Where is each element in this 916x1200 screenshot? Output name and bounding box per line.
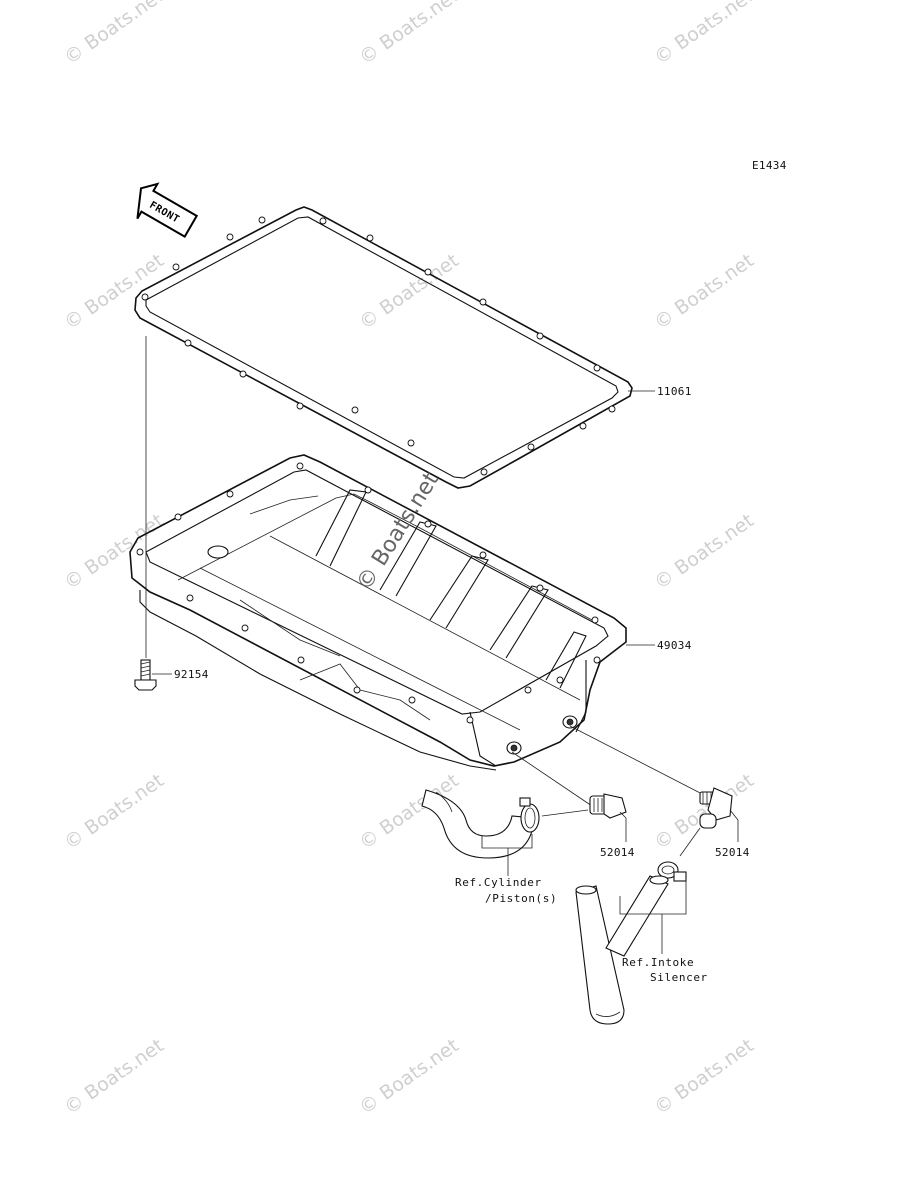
gasket-bolt-holes xyxy=(141,216,616,476)
fitting-left xyxy=(589,793,627,819)
diagram-code: E1434 xyxy=(752,159,787,172)
watermark: © Boats.net xyxy=(650,250,758,335)
watermark: © Boats.net xyxy=(650,510,758,595)
oil-pan-bolt-holes xyxy=(136,462,601,724)
part-number-fitting-right: 52014 xyxy=(715,846,750,859)
leader-line xyxy=(679,827,701,857)
watermark: © Boats.net xyxy=(60,1035,168,1120)
leader-line xyxy=(541,809,589,817)
ref-piston-label: /Piston(s) xyxy=(485,892,557,905)
reference-bracket xyxy=(481,834,533,849)
leader-line xyxy=(729,809,739,842)
watermark: © Boats.net xyxy=(355,0,463,69)
leader-line xyxy=(619,811,627,842)
gasket xyxy=(134,206,633,489)
watermark: © Boats.net xyxy=(650,770,758,855)
ref-cylinder-label: Ref.Cylinder xyxy=(455,876,542,889)
fitting-right xyxy=(699,787,733,829)
leader-line xyxy=(569,725,707,797)
front-arrow-icon: FRONT xyxy=(136,182,199,239)
hose-clamp-right xyxy=(657,861,687,882)
part-number-oil-pan: 49034 xyxy=(657,639,692,652)
watermark: © Boats.net xyxy=(60,250,168,335)
watermark: © Boats.net xyxy=(60,510,168,595)
part-number-bolt: 92154 xyxy=(174,668,209,681)
oil-pan xyxy=(129,454,627,771)
hose-clamp-left xyxy=(519,797,540,833)
watermark-layer: © Boats.net © Boats.net © Boats.net © Bo… xyxy=(60,0,758,1119)
watermark: © Boats.net xyxy=(60,770,168,855)
leader-line xyxy=(511,751,593,807)
reference-bracket xyxy=(619,880,687,915)
watermark: © Boats.net xyxy=(355,1035,463,1120)
intake-silencer-hose xyxy=(575,875,669,1025)
watermark: © Boats.net xyxy=(60,0,168,69)
ref-silencer-label: Silencer xyxy=(650,971,708,984)
watermark: © Boats.net xyxy=(650,1035,758,1120)
part-number-gasket: 11061 xyxy=(657,385,692,398)
watermark: © Boats.net xyxy=(650,0,758,69)
bolt xyxy=(134,659,157,691)
ref-intake-label: Ref.Intoke xyxy=(622,956,694,969)
part-number-fitting-left: 52014 xyxy=(600,846,635,859)
